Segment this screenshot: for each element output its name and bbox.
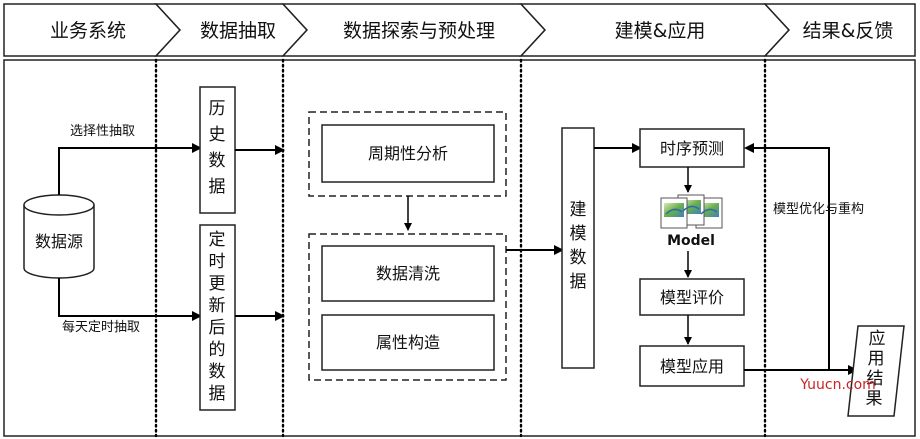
svg-text:应: 应 — [869, 329, 886, 349]
cleaning-label: 数据清洗 — [376, 264, 440, 283]
daily-extract-arrow — [58, 278, 202, 321]
svg-text:历: 历 — [209, 99, 226, 119]
select-extract-arrow — [58, 143, 202, 195]
svg-text:新: 新 — [209, 296, 226, 316]
datasource-label: 数据源 — [35, 232, 83, 251]
updated-data-label: 定 时 更 新 后 的 数 据 — [209, 230, 226, 404]
datasource-cylinder: 数据源 — [23, 194, 95, 279]
stage-header: 业务系统 数据抽取 数据探索与预处理 建模&应用 结果&反馈 — [3, 3, 916, 57]
stage-label-result: 结果&反馈 — [803, 20, 894, 42]
select-extract-label: 选择性抽取 — [70, 124, 135, 139]
updated-data-box — [199, 224, 236, 411]
app-result-box — [847, 325, 905, 417]
feedback-label: 模型优化与重构 — [773, 201, 864, 217]
app-result-label: 应 用 结 果 — [866, 329, 886, 409]
svg-text:数: 数 — [209, 362, 226, 382]
build-data-box — [561, 127, 595, 369]
evaluate-label: 模型评价 — [660, 288, 724, 307]
svg-text:时: 时 — [209, 252, 226, 272]
evaluate-box — [639, 278, 745, 316]
apply-label: 模型应用 — [660, 357, 724, 376]
stage-label-explore: 数据探索与预处理 — [343, 20, 495, 42]
svg-text:据: 据 — [570, 272, 587, 292]
svg-text:史: 史 — [209, 125, 226, 145]
apply-box — [639, 345, 745, 387]
stage-label-modeling: 建模&应用 — [615, 20, 706, 42]
forecast-label: 时序预测 — [660, 139, 724, 158]
svg-text:建: 建 — [570, 200, 587, 220]
attribute-box — [321, 314, 495, 371]
model-label: Model — [667, 233, 715, 249]
build-data-label: 建 模 数 据 — [570, 200, 587, 292]
stage-label-business: 业务系统 — [50, 20, 126, 42]
attribute-label: 属性构造 — [376, 333, 440, 352]
svg-text:据: 据 — [209, 177, 226, 197]
periodicity-box — [321, 124, 495, 183]
feedback-arrow — [744, 143, 830, 370]
cleaning-box — [321, 245, 495, 302]
svg-text:果: 果 — [866, 389, 883, 409]
svg-text:数: 数 — [209, 151, 226, 171]
svg-text:模: 模 — [570, 224, 587, 244]
model-icon — [660, 194, 723, 229]
stage-chevron-result — [763, 3, 916, 57]
watermark: Yuucn.com — [799, 377, 876, 393]
preprocess-dashed-group — [308, 233, 507, 381]
svg-text:用: 用 — [868, 349, 885, 369]
svg-text:后: 后 — [209, 318, 226, 338]
svg-text:数: 数 — [570, 248, 587, 268]
history-data-label: 历 史 数 据 — [209, 99, 226, 197]
periodicity-label: 周期性分析 — [368, 144, 448, 163]
stage-dividers — [154, 58, 767, 438]
svg-text:的: 的 — [209, 340, 226, 360]
stage-label-extraction: 数据抽取 — [200, 20, 276, 42]
svg-text:更: 更 — [209, 274, 226, 294]
daily-extract-label: 每天定时抽取 — [62, 319, 140, 335]
svg-text:定: 定 — [209, 230, 226, 250]
svg-text:据: 据 — [209, 384, 226, 404]
svg-text:结: 结 — [867, 369, 884, 389]
